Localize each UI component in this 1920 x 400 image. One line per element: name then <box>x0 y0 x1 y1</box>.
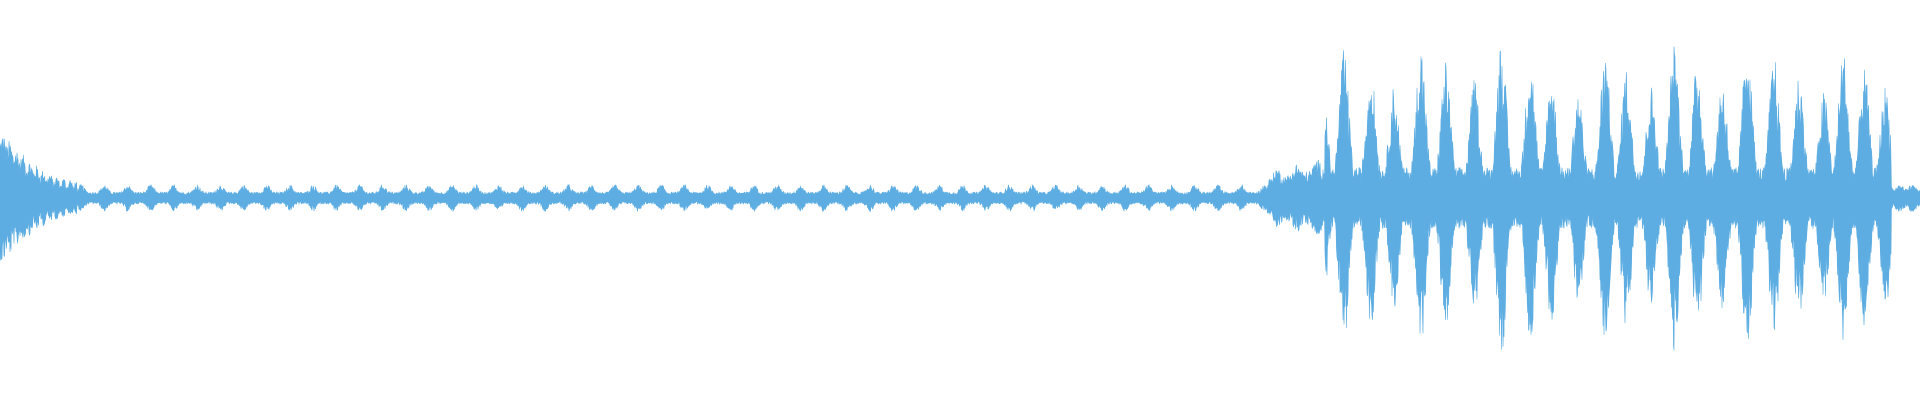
waveform-shape <box>0 46 1920 351</box>
